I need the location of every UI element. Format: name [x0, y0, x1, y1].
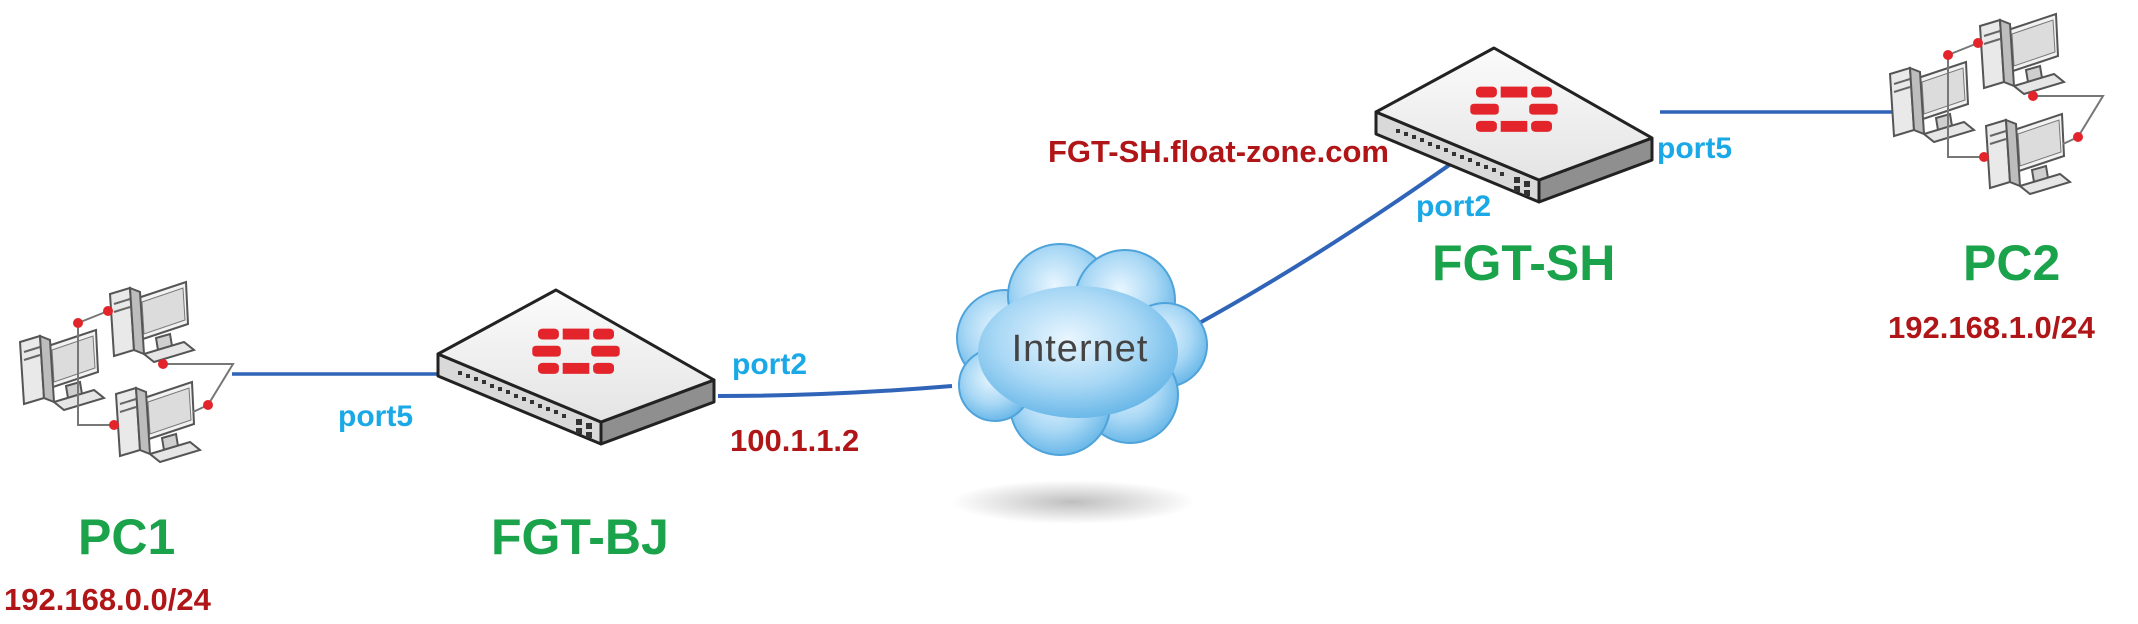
pc2-subnet: 192.168.1.0/24: [1888, 310, 2095, 345]
pc2-group-icon: [1890, 14, 2103, 194]
fgt-bj-name: FGT-BJ: [491, 509, 669, 565]
internet-label: Internet: [1012, 328, 1149, 370]
fgt-bj-wan-port-label: port2: [732, 348, 807, 381]
fgt-bj-lan-port-label: port5: [338, 400, 413, 433]
internet-cloud-icon: Internet: [951, 243, 1208, 524]
fgt-bj-appliance-icon: [438, 290, 714, 444]
fgt-sh-fqdn: FGT-SH.float-zone.com: [1048, 134, 1389, 169]
pc1-subnet: 192.168.0.0/24: [4, 582, 211, 617]
fgt-sh-name: FGT-SH: [1432, 235, 1616, 291]
fgt-sh-appliance-icon: [1376, 48, 1652, 202]
fgt-bj-wan-ip: 100.1.1.2: [730, 423, 860, 458]
pc1-group-icon: [20, 282, 233, 462]
pc1-name: PC1: [78, 509, 176, 565]
fgt-sh-lan-port-label: port5: [1657, 132, 1732, 165]
pc2-name: PC2: [1963, 235, 2061, 291]
link-internet-fgtsh: [1193, 154, 1464, 328]
fgt-sh-wan-port-label: port2: [1416, 190, 1491, 223]
link-fgtbj-internet: [717, 384, 953, 398]
